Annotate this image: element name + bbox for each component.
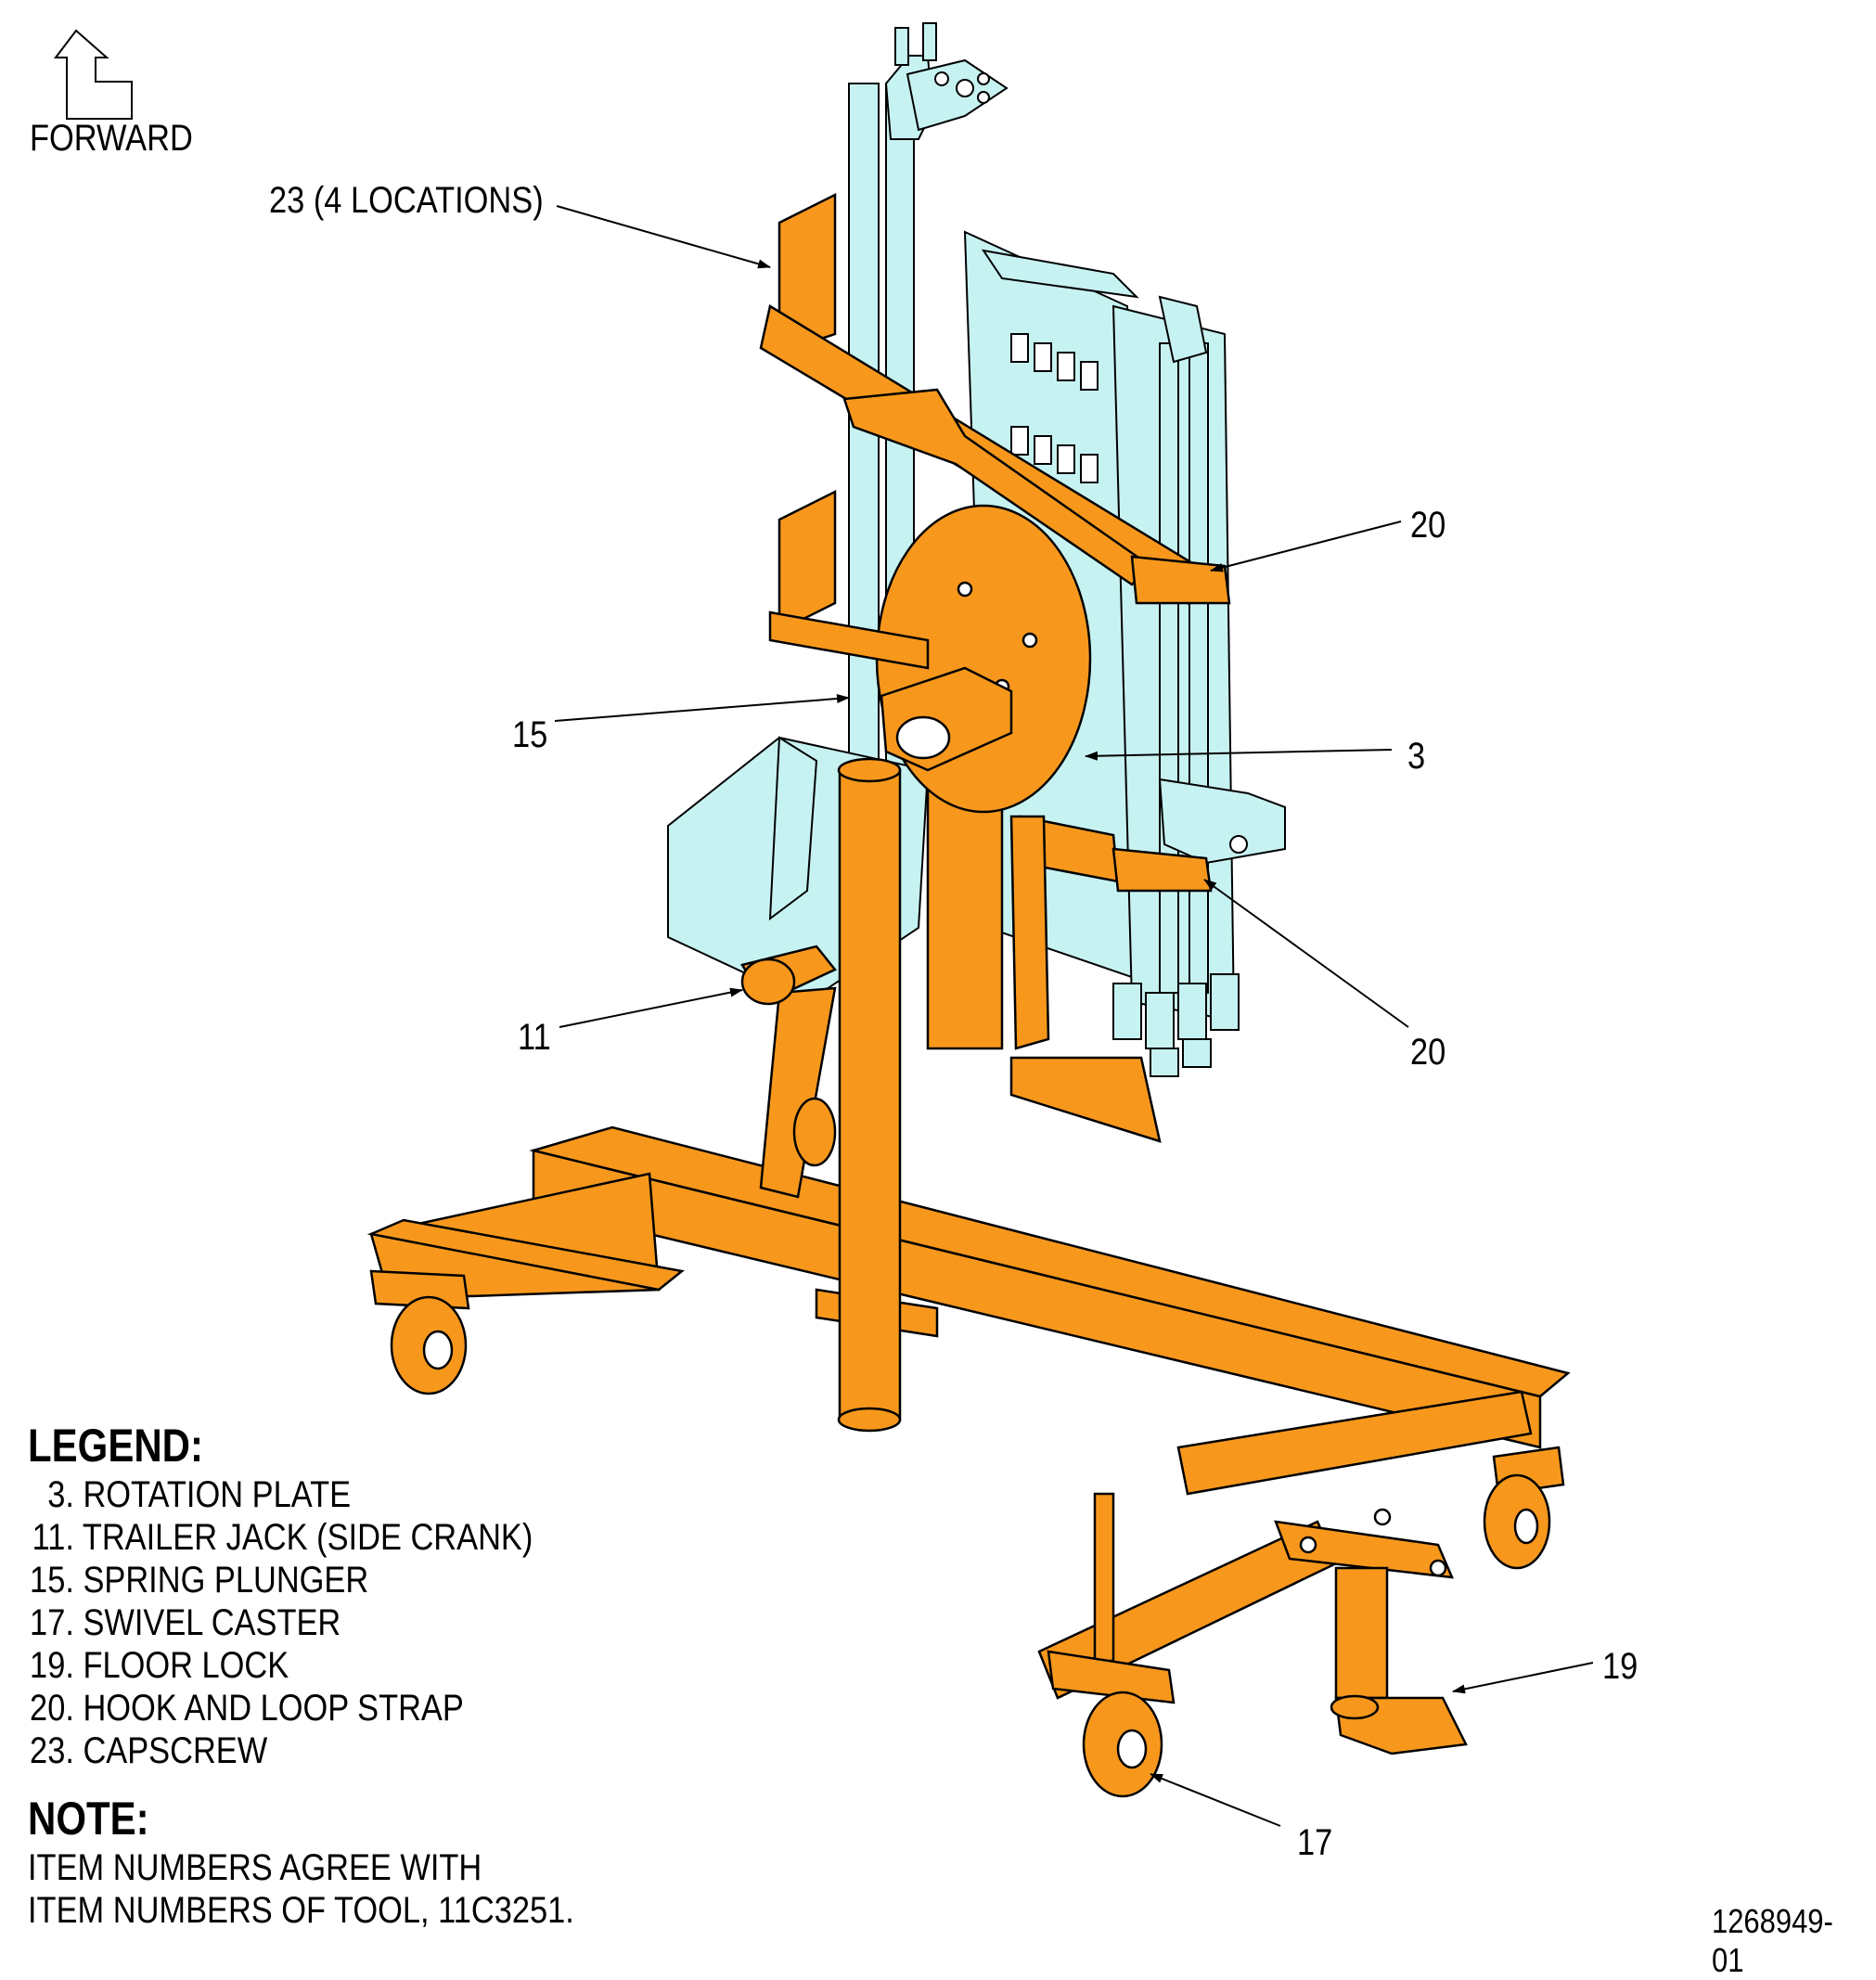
legend-item-number: 20. — [30, 1688, 74, 1729]
callout-rotation-plate: 3 — [1407, 736, 1426, 777]
legend-item: 20. HOOK AND LOOP STRAP — [28, 1687, 533, 1729]
leader-strap-lower — [1203, 879, 1409, 1028]
legend-item-number: 15. — [30, 1560, 74, 1601]
callout-swivel-caster: 17 — [1297, 1822, 1333, 1863]
legend-item: 17. SWIVEL CASTER — [28, 1601, 533, 1644]
legend-item: 15. SPRING PLUNGER — [28, 1559, 533, 1601]
leader-capscrew — [556, 205, 771, 269]
drawing-number: 1268949-01 — [1712, 1902, 1833, 1979]
legend-item-number: 11. — [32, 1517, 74, 1558]
swivel-caster — [1047, 1650, 1176, 1704]
legend-item-text: ROTATION PLATE — [83, 1474, 352, 1515]
legend: LEGEND: 3. ROTATION PLATE 11. TRAILER JA… — [28, 1418, 615, 1772]
legend-item-text: CAPSCREW — [83, 1730, 268, 1771]
legend-item-text: HOOK AND LOOP STRAP — [83, 1688, 464, 1729]
legend-item: 3. ROTATION PLATE — [28, 1473, 533, 1516]
leader-swivel-caster — [1150, 1773, 1281, 1827]
leader-plunger — [554, 694, 850, 722]
stand-frame — [366, 192, 1571, 1700]
leader-floor-lock — [1452, 1662, 1594, 1694]
caster-group — [369, 1269, 1565, 1798]
callout-trailer-jack: 11 — [518, 1017, 551, 1058]
callout-floor-lock: 19 — [1602, 1646, 1638, 1687]
legend-item-text: TRAILER JACK (SIDE CRANK) — [82, 1517, 533, 1558]
note-line: ITEM NUMBERS OF TOOL, 11C3251. — [28, 1890, 574, 1931]
caster-left — [369, 1269, 470, 1310]
leader-strap-upper — [1210, 521, 1402, 572]
note-title: NOTE: — [28, 1793, 149, 1845]
floor-lock — [1274, 1520, 1454, 1579]
callout-strap-upper: 20 — [1410, 505, 1446, 546]
legend-item: 19. FLOOR LOCK — [28, 1644, 533, 1687]
callout-capscrew: 23 (4 LOCATIONS) — [269, 180, 544, 221]
legend-item-number: 19. — [30, 1645, 74, 1686]
legend-item-number: 3. — [47, 1474, 74, 1515]
callout-strap-lower: 20 — [1410, 1032, 1446, 1073]
legend-list: 3. ROTATION PLATE 11. TRAILER JACK (SIDE… — [28, 1473, 615, 1772]
legend-title: LEGEND: — [28, 1420, 203, 1472]
forward-arrow-icon — [53, 29, 133, 120]
callout-plunger: 15 — [512, 714, 548, 755]
legend-item-number: 23. — [30, 1730, 74, 1771]
leader-rotation-plate — [1085, 749, 1393, 761]
legend-item: 11. TRAILER JACK (SIDE CRANK) — [28, 1516, 533, 1559]
note-line: ITEM NUMBERS AGREE WITH — [28, 1847, 482, 1888]
leader-lines — [554, 205, 1594, 1827]
note: NOTE: ITEM NUMBERS AGREE WITH ITEM NUMBE… — [28, 1791, 663, 1932]
legend-item-text: FLOOR LOCK — [83, 1645, 289, 1686]
legend-item-number: 17. — [30, 1602, 74, 1643]
legend-item: 23. CAPSCREW — [28, 1729, 533, 1772]
legend-item-text: SWIVEL CASTER — [83, 1602, 341, 1643]
forward-label: FORWARD — [30, 118, 193, 159]
leader-trailer-jack — [559, 987, 743, 1028]
legend-item-text: SPRING PLUNGER — [83, 1560, 369, 1601]
